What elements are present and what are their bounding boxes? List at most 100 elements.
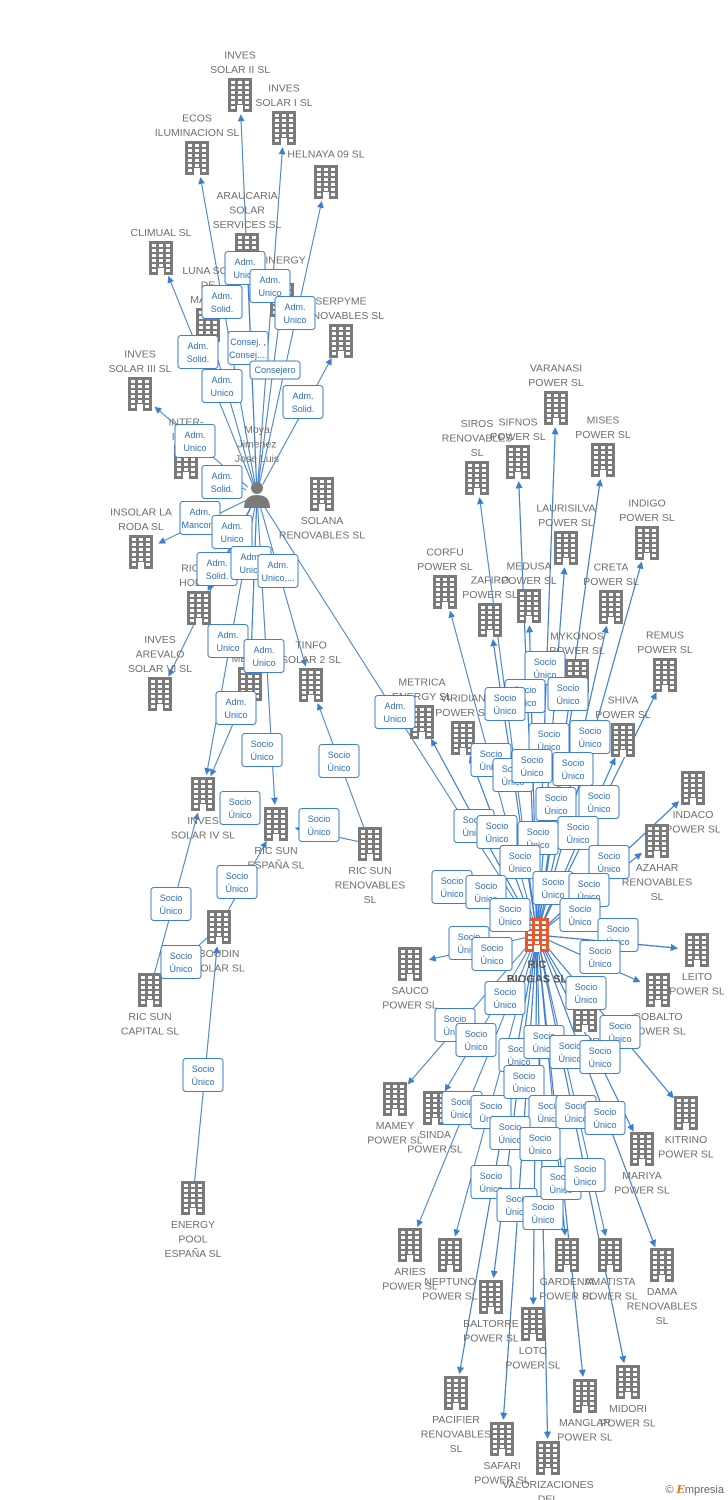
- edge-label[interactable]: Adm.Unico: [249, 269, 291, 303]
- edge-label[interactable]: Adm.Solid.: [177, 335, 219, 369]
- node-climual[interactable]: CLIMUAL SL: [131, 227, 192, 275]
- edge-label[interactable]: Adm.Unico: [211, 515, 253, 549]
- empresia-brand[interactable]: © Empresia: [665, 1483, 724, 1496]
- edge-label[interactable]: Consejero: [249, 360, 301, 380]
- edge-label[interactable]: Adm.Unico: [174, 424, 216, 458]
- node-helnaya[interactable]: HELNAYA 09 SL: [287, 149, 365, 200]
- edge-label[interactable]: Adm.Solid.: [201, 285, 243, 319]
- edge-label[interactable]: Adm.Unico: [374, 695, 416, 729]
- edge-label[interactable]: Adm.Unico: [274, 296, 316, 330]
- edge-label[interactable]: Adm.Solid.: [201, 465, 243, 499]
- edge-label[interactable]: Adm.Unico: [243, 639, 285, 673]
- edge-label[interactable]: Adm.Unico,...: [257, 554, 299, 588]
- edge-label[interactable]: Adm.Unico: [201, 369, 243, 403]
- edge-label[interactable]: Adm.Solid.: [196, 552, 238, 586]
- edge-label[interactable]: Adm.Unico: [215, 691, 257, 725]
- edge-label[interactable]: Adm.Solid.: [282, 385, 324, 419]
- edge-label[interactable]: Consej. ,Consej....: [227, 331, 269, 365]
- edge-label[interactable]: Adm.Unico: [207, 624, 249, 658]
- edge-label[interactable]: Adm.Mancom.: [179, 501, 221, 535]
